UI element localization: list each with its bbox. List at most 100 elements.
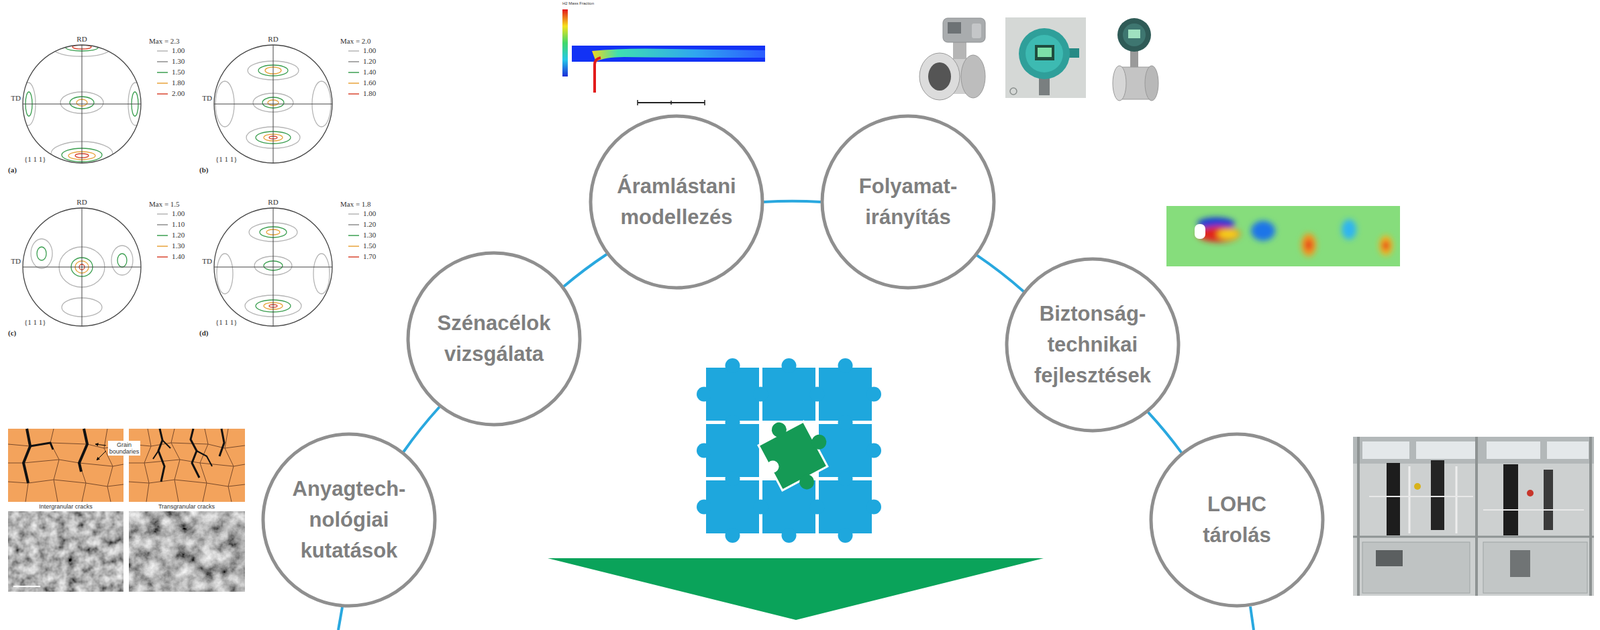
pole-circle	[214, 44, 333, 164]
crack-illustration	[196, 451, 213, 467]
puzzle-piece	[762, 367, 816, 421]
lohc-lab-photo	[1353, 536, 1594, 539]
vortex-cfd-image	[1251, 220, 1276, 241]
vortex-cfd-image	[1341, 219, 1357, 240]
lohc-lab-photo	[1455, 466, 1458, 534]
puzzle-knob	[838, 471, 854, 487]
contour-value: 1.20	[171, 230, 185, 240]
puzzle-knob	[838, 528, 854, 543]
contour-sample	[348, 213, 360, 215]
crack-illustration	[79, 428, 88, 472]
lohc-lab-photo	[1353, 436, 1594, 596]
pole-contours	[30, 238, 53, 269]
topic-label: Anyagtech- nológiai kutatások	[285, 473, 413, 567]
lohc-lab-photo	[1375, 550, 1403, 567]
vortex-cfd-image	[1301, 233, 1317, 257]
flowmeter-photo	[942, 18, 986, 43]
pole-figure-plots	[20, 41, 360, 327]
puzzle-knob	[866, 500, 882, 515]
axis-label: RD	[76, 197, 87, 207]
topic-circle: Biztonság- technikai fejlesztések	[1004, 257, 1181, 433]
crack-illustration	[128, 459, 245, 467]
crack-illustration	[30, 442, 54, 450]
lohc-lab-photo	[1589, 436, 1592, 596]
contour-value: 1.30	[363, 230, 376, 240]
puzzle-piece	[818, 480, 872, 534]
flowmeter-photo	[971, 23, 982, 39]
crack-illustration	[158, 428, 165, 482]
scale-bar	[704, 100, 706, 106]
contour-sample	[348, 224, 360, 226]
contour-sample	[348, 245, 360, 247]
plane-index: {1 1 1}	[24, 318, 47, 327]
flowmeter-photo	[1025, 34, 1064, 73]
pole-circle	[22, 44, 141, 164]
lohc-lab-photo	[1362, 542, 1470, 594]
puzzle-knob	[725, 415, 741, 431]
flowmeter-photo	[961, 55, 986, 98]
contour-sample	[157, 71, 168, 74]
arc-connector	[403, 407, 440, 453]
axis-label: TD	[202, 257, 213, 266]
plane-index: {1 1 1}	[215, 318, 238, 327]
max-value: Max = 1.8	[340, 200, 372, 209]
flowmeter-photo	[1144, 65, 1159, 101]
vortex-cfd-image	[1166, 206, 1400, 267]
contour-sample	[157, 50, 168, 52]
crack-illustration	[23, 428, 31, 484]
pole-contours	[20, 41, 143, 166]
plane-index: {1 1 1}	[215, 155, 238, 164]
flowmeter-photo	[919, 53, 960, 100]
contour-value: 1.00	[363, 209, 376, 219]
topic-circle: Áramlástani modellezés	[588, 114, 765, 290]
contour-sample	[157, 213, 168, 215]
flowmeter-photo	[1005, 17, 1086, 98]
arc-connector	[1148, 412, 1182, 453]
contour-value: 1.80	[363, 89, 376, 98]
flowmeter-photo	[1010, 87, 1017, 95]
flowmeter-photo	[1038, 76, 1050, 96]
flowmeter-photo	[1130, 51, 1139, 69]
circle-outline	[1151, 434, 1323, 607]
pole-axis	[81, 44, 83, 164]
crack-illustration	[128, 479, 245, 487]
lohc-lab-photo	[1510, 550, 1531, 578]
scale-bar	[670, 100, 672, 105]
puzzle-knob	[696, 500, 712, 515]
lohc-lab-photo	[1353, 436, 1594, 596]
topic-text: LOHC tárolás	[1173, 489, 1301, 552]
pole-contours	[36, 246, 47, 261]
puzzle-piece	[818, 367, 872, 421]
crack-illustration	[190, 428, 200, 478]
puzzle-knob	[696, 443, 712, 459]
pole-axis	[81, 208, 83, 327]
contour-value: 1.00	[363, 46, 376, 56]
arc-connector	[763, 201, 821, 203]
callout-label: Grain boundaries	[108, 440, 141, 456]
topic-circle: Szénacélok vizsgálata	[406, 251, 582, 427]
topic-label: Szénacélok vizsgálata	[430, 308, 558, 370]
crack-illustration	[23, 428, 31, 503]
axis-label: RD	[267, 34, 278, 44]
axis-label: TD	[10, 257, 21, 266]
topic-circle: Anyagtech- nológiai kutatások	[261, 432, 437, 609]
contour-value: 1.20	[363, 57, 376, 66]
pole-contours	[117, 253, 127, 268]
circle-outline	[820, 114, 996, 290]
puzzle-knob	[781, 358, 797, 374]
color-bar	[562, 9, 568, 77]
contour-value: 1.00	[171, 46, 185, 56]
crack-illustration	[95, 444, 107, 446]
lohc-lab-photo	[1386, 463, 1400, 536]
green-puzzle-piece	[764, 458, 781, 475]
lohc-lab-photo	[1526, 489, 1534, 497]
contour-sample	[348, 82, 360, 84]
puzzle-knob	[781, 528, 797, 543]
flowmeter-photo	[1122, 23, 1146, 47]
lohc-lab-photo	[1503, 464, 1519, 536]
max-value: Max = 2.0	[340, 36, 372, 46]
pole-contours	[216, 253, 233, 294]
contour-value: 1.80	[171, 78, 185, 88]
